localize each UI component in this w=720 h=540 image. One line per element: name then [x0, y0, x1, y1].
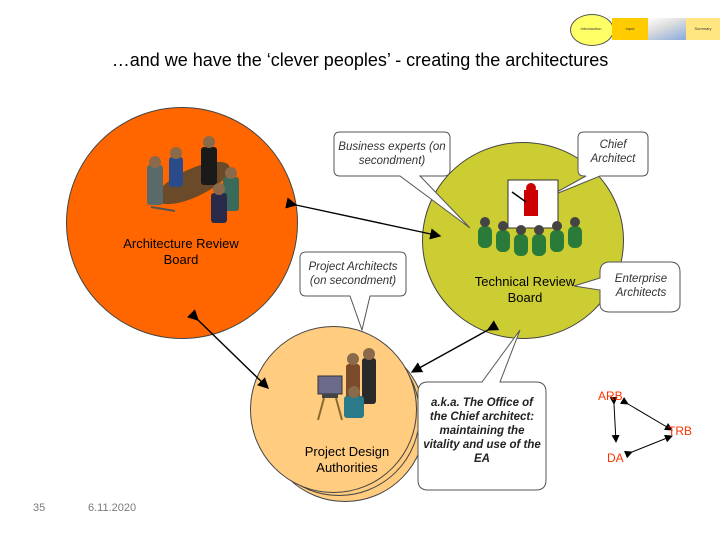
enterprise-architects-text: Enterprise Architects: [614, 273, 668, 299]
nav-summary-icon: [686, 18, 720, 40]
footer-date: 6.11.2020: [88, 502, 137, 514]
meeting-illustration: [147, 136, 239, 223]
presentation-illustration: [478, 179, 582, 256]
arrow-arb-pda: [187, 309, 270, 389]
page-number: 35: [33, 502, 46, 514]
nav-input-icon: [612, 18, 648, 40]
nav-introduction-icon: [570, 14, 614, 46]
business-experts-text: Business experts (on secondment): [338, 141, 446, 167]
pda-circle-main: [250, 326, 417, 493]
callout-enterprise-architects: [573, 261, 681, 313]
nav-item-label: Introduction: [580, 26, 602, 31]
callout-business-experts: [333, 131, 471, 229]
arrow-trb-pda: [410, 320, 500, 373]
callout-chief-architect: [545, 131, 649, 199]
nav-item-input[interactable]: Input: [612, 14, 648, 44]
aka-text: a.k.a. The Office of the Chief architect…: [423, 397, 541, 465]
nav-item-label: Summary: [694, 26, 712, 31]
arrow-mini-arb-trb: [619, 396, 673, 431]
nav-stairs-icon: [648, 18, 686, 40]
nav-item-stairs[interactable]: [648, 14, 686, 44]
arrow-arb-trb: [285, 197, 442, 240]
arrow-mini-arb-da: [609, 396, 620, 443]
mini-trb-label: TRB: [668, 424, 692, 438]
nav-item-summary[interactable]: Summary: [686, 14, 720, 44]
chief-architect-text: Chief Architect: [590, 139, 636, 165]
project-architects-text: Project Architects (on secondment): [308, 261, 398, 287]
workers-illustration: [317, 348, 376, 421]
arb-label: Architecture Review Board: [123, 236, 239, 267]
callout-project-architects: [299, 251, 407, 332]
arrow-mini-da-trb: [624, 434, 673, 459]
nav-item-introduction[interactable]: Introduction: [570, 14, 614, 46]
trb-label: Technical Review Board: [474, 274, 576, 305]
pda-label: Project Design Authorities: [304, 444, 390, 475]
page-title: …and we have the ‘clever peoples’ - crea…: [111, 50, 609, 70]
mini-da-label: DA: [607, 451, 624, 465]
nav-item-label: Input: [625, 26, 635, 31]
callout-aka: [417, 329, 547, 491]
arb-circle: [66, 107, 298, 339]
mini-arb-label: ARB: [598, 389, 623, 403]
